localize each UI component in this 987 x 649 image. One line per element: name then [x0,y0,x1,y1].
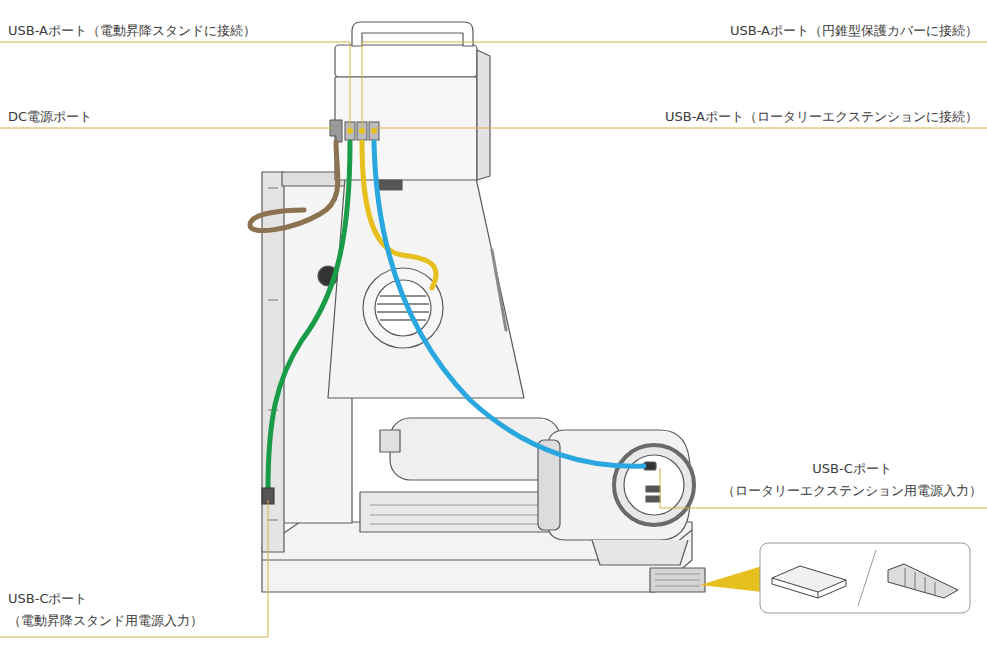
tray-slots [370,505,560,524]
rotary-face-ring [614,445,694,525]
leader-line [0,42,350,128]
inset-frame [760,543,970,613]
leader-line [0,128,332,129]
dc-plug [330,120,342,142]
port-cluster [330,120,379,142]
port-label: USB-Cポート （電動昇降スタンド用電源入力） [8,588,248,632]
lower-cylinder [390,418,560,480]
port-label: USB-Aポート（ロータリーエクステンションに接続） [665,106,978,128]
support-wedge [650,568,705,592]
green-cable [268,142,350,490]
port-label: USB-Cポート （ロータリーエクステンション用電源入力） [717,458,987,502]
machine-body [262,22,705,592]
blue-cable [374,142,644,466]
cone-cover [328,178,524,398]
port-label: USB-Aポート（円錐型保護カバーに接続） [730,20,978,42]
inset-pointer [700,566,762,592]
wedge-ridges [905,568,935,595]
rotary-usb-a [646,496,660,502]
body-side [477,50,490,180]
dc-cable [250,142,338,231]
usb-a-plug [369,122,379,140]
port-dot [371,128,377,134]
leader-line [0,500,268,637]
inset-divider [858,550,876,606]
rotary-usb-a [646,486,660,492]
flat-block [772,566,846,592]
cylinder-mount [380,430,400,452]
wedge-inset [700,543,970,613]
fan-housing [363,268,443,348]
port-dot [359,128,365,134]
leader-line [374,128,987,129]
leader-lines [0,42,987,637]
rotary-stand [592,540,688,565]
port-dot [347,128,353,134]
fan-grille [375,280,431,336]
port-label: DC電源ポート [8,106,92,128]
wedge-block [888,564,958,598]
body-lid [335,45,477,77]
leader-line [362,42,987,128]
wedge-lines [655,574,700,586]
flat-block-side [772,578,846,598]
port-label: USB-Aポート（電動昇降スタンドに接続） [8,20,256,42]
focus-knob [378,180,402,190]
cone-slot [492,250,506,330]
cables [250,142,644,504]
